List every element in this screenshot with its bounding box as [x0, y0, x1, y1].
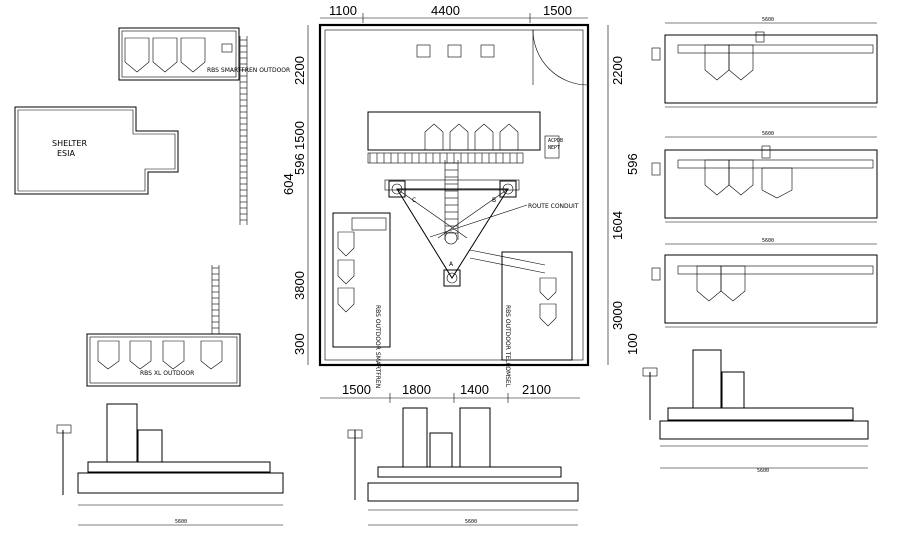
top-dim-3: 1500 — [543, 3, 572, 18]
left-dim-5: 3800 — [292, 271, 307, 300]
right-dim-5: 100 — [625, 333, 640, 355]
right-dim-2: 596 — [625, 153, 640, 175]
left-dim-3: 596 — [292, 153, 307, 175]
elev1-width: 5600 — [175, 519, 187, 525]
right-dim-3: 1604 — [610, 211, 625, 240]
bottom-dim-3: 1400 — [460, 382, 489, 397]
shelter-esia: SHELTER ESIA — [14, 106, 179, 195]
bottom-dim-2: 1800 — [402, 382, 431, 397]
elev3-width: 5600 — [757, 468, 769, 474]
elev2-width: 5600 — [465, 519, 477, 525]
right-plan-1: 5600 — [651, 17, 878, 108]
left-dim-6: 300 — [292, 333, 307, 355]
right-plan-2: 5600 — [651, 131, 878, 223]
acpdb-label: ACPDB — [548, 138, 563, 144]
left-dim-2: 1500 — [292, 121, 307, 150]
acpdb2-label: NEPT — [548, 145, 560, 151]
rbs-outdoor-telkomsel-label: RBS OUTDOOR TELKOMSEL — [504, 305, 511, 388]
rbs-outdoor-smartfren-label: RBS OUTDOOR SMARTFREN — [374, 305, 381, 388]
plan2-width: 5600 — [762, 131, 774, 137]
plan3-width: 5600 — [762, 238, 774, 244]
shelter-esia-label: ESIA — [57, 149, 75, 158]
right-dim-1: 2200 — [610, 56, 625, 85]
rbs-xl-outdoor-plan: RBS XL OUTDOOR — [86, 265, 241, 387]
shelter-label: SHELTER — [52, 139, 87, 148]
elevation-left: 5600 — [56, 403, 284, 526]
leg-b-label: B — [492, 197, 496, 204]
rbs-smartfren-outdoor-plan: RBS SMARTFREN OUTDOOR — [118, 27, 290, 225]
leg-c-label: C — [412, 197, 416, 204]
route-conduit-label: ROUTE CONDUIT — [528, 203, 579, 210]
top-dim-1: 1100 — [329, 3, 357, 18]
left-dim-1: 2200 — [292, 56, 307, 85]
rbs-smartfren-outdoor-label: RBS SMARTFREN OUTDOOR — [207, 67, 290, 74]
left-dim-4: 604 — [281, 173, 296, 195]
right-plan-3: 5600 — [651, 238, 878, 328]
main-site-plan: ACPDB NEPT C B A ROUTE CONDUIT RBS OUTDO… — [318, 23, 590, 388]
elevation-right: 5600 — [642, 349, 869, 474]
right-dim-4: 3000 — [610, 301, 625, 330]
top-dim-2: 4400 — [431, 3, 460, 18]
rbs-xl-outdoor-label: RBS XL OUTDOOR — [140, 370, 194, 377]
main-dimensions: 1100 4400 1500 1500 1800 1400 2100 2200 … — [281, 3, 640, 403]
plan1-width: 5600 — [762, 17, 774, 23]
leg-a-label: A — [449, 261, 454, 268]
bottom-dim-4: 2100 — [522, 382, 551, 397]
elevation-center: 5600 — [347, 407, 579, 526]
bottom-dim-1: 1500 — [342, 382, 371, 397]
